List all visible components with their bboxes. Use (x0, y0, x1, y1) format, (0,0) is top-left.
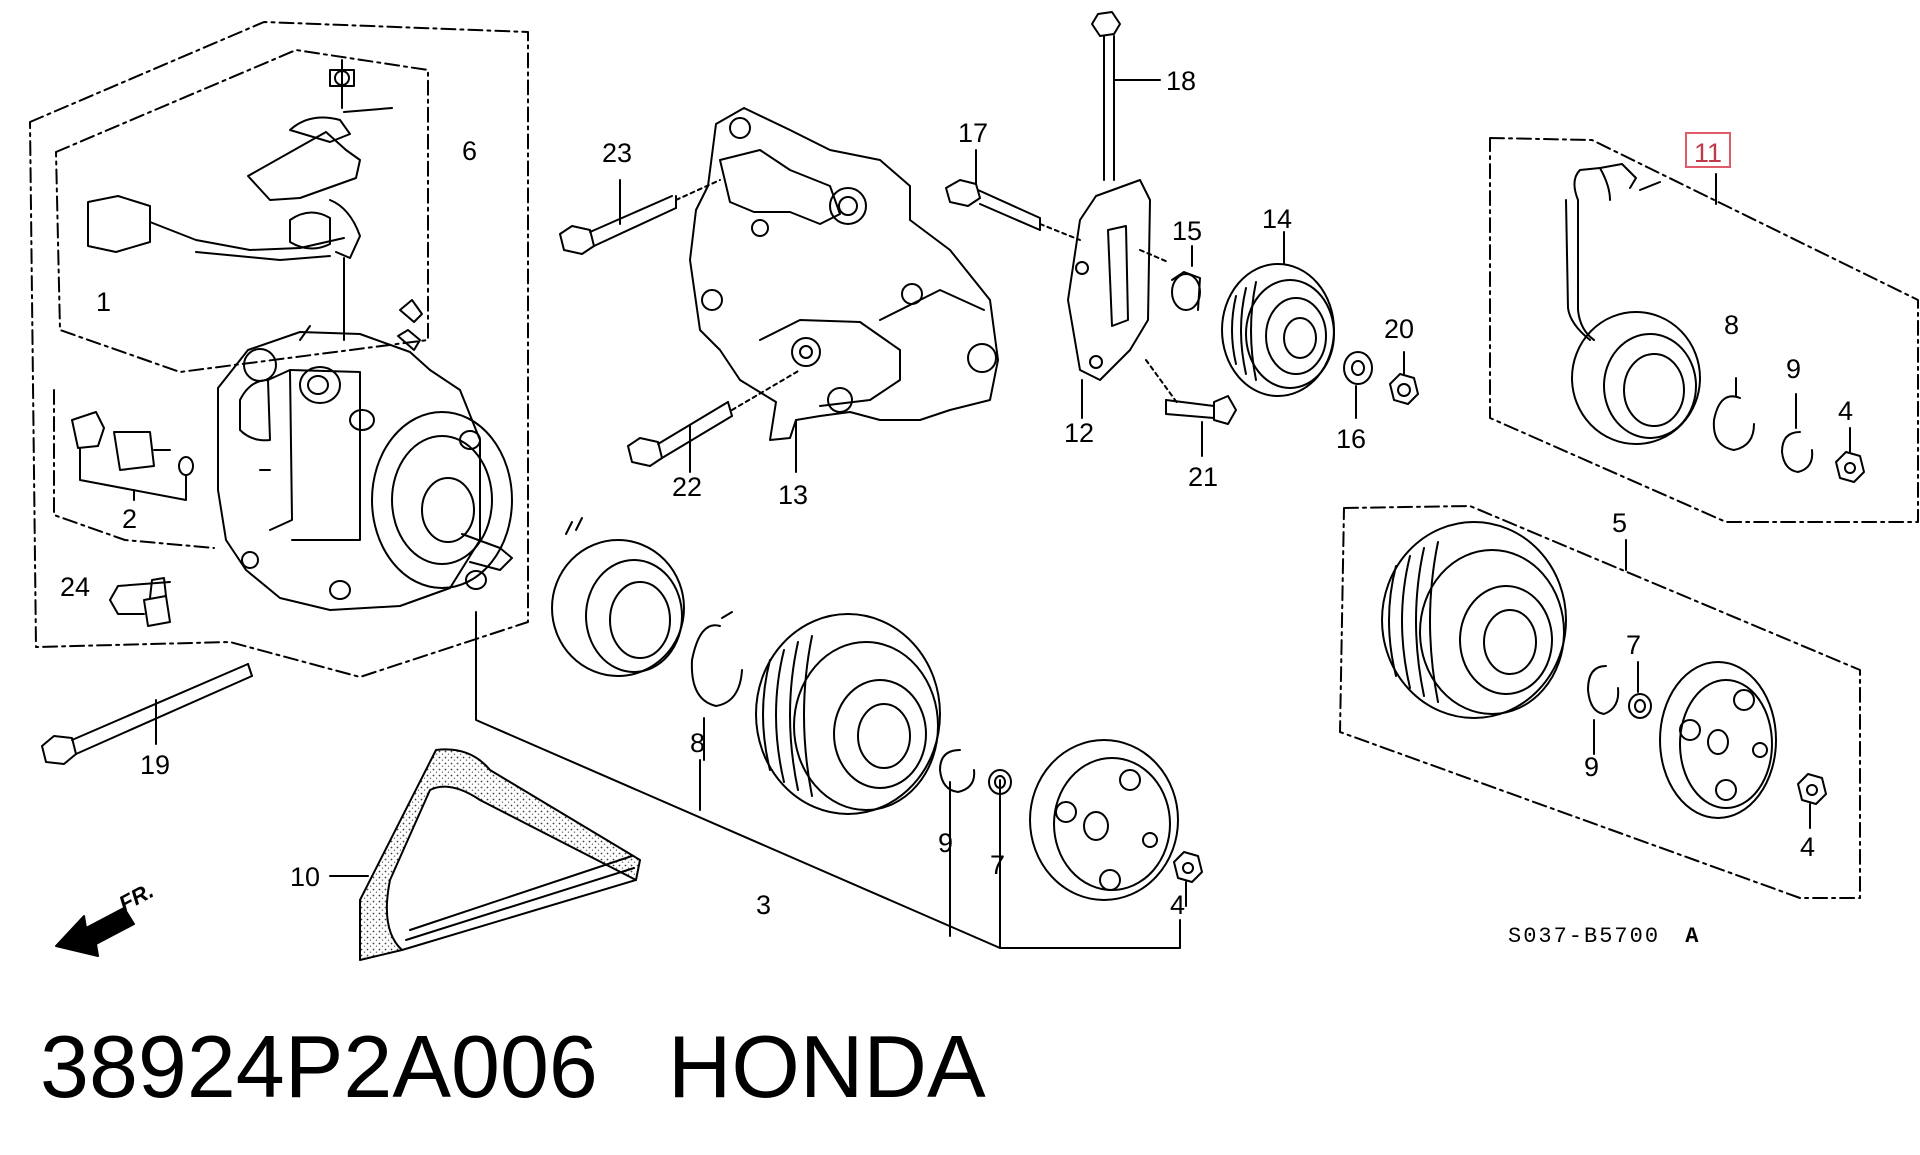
callout-20[interactable]: 20 (1384, 314, 1414, 344)
callout-22[interactable]: 22 (672, 472, 702, 502)
v-belt-10 (329, 748, 641, 961)
callout-2[interactable]: 2 (122, 504, 137, 534)
callout-4-center[interactable]: 4 (1170, 890, 1185, 920)
front-arrow (55, 907, 135, 957)
snap-ring-8-right (1712, 377, 1755, 451)
pressure-plate-right (1659, 661, 1777, 819)
nut-4-center (1173, 851, 1203, 907)
long-bolt-19 (41, 663, 253, 765)
compressor-group-frame (29, 21, 529, 678)
snap-ring-9-center (939, 749, 976, 837)
drawing-code: S037-B5700 A (1508, 924, 1700, 949)
callout-12[interactable]: 12 (1064, 418, 1094, 448)
callout-16[interactable]: 16 (1336, 424, 1366, 454)
thermal-protector-assembly (87, 59, 393, 341)
snap-ring-8-center (690, 611, 743, 761)
collar-15 (1171, 245, 1201, 311)
relief-valve-parts (71, 411, 194, 501)
nut-4-right-bottom (1797, 773, 1827, 829)
callout-8-right[interactable]: 8 (1724, 310, 1739, 340)
washer-16 (1343, 351, 1373, 419)
shim-7-center (988, 769, 1012, 795)
part-caption: 38924P2A006 HONDA (40, 1012, 986, 1122)
bolt-22 (627, 369, 801, 473)
adjusting-bracket-12 (1067, 179, 1179, 419)
bolt-23 (559, 179, 721, 255)
pulley-center (755, 613, 941, 815)
callout-3[interactable]: 3 (756, 890, 771, 920)
compressor-body (217, 299, 513, 611)
brand-name: HONDA (667, 1017, 986, 1116)
callout-24[interactable]: 24 (60, 572, 90, 602)
shim-7-right (1628, 661, 1652, 719)
callout-18[interactable]: 18 (1166, 66, 1196, 96)
clutch-set-3-frame (475, 611, 1181, 949)
pressure-plate-center (1029, 739, 1179, 901)
coil-assembly-11-frame (1489, 137, 1919, 523)
callout-4-right-top[interactable]: 4 (1838, 396, 1853, 426)
bolt-24 (109, 577, 171, 627)
nut-4-right-top (1835, 427, 1865, 483)
compressor-bracket-13 (689, 107, 999, 473)
callout-1[interactable]: 1 (96, 287, 111, 317)
drawing-code-number: S037-B5700 (1508, 924, 1660, 949)
snap-ring-9-right-bottom (1587, 665, 1620, 755)
callout-5[interactable]: 5 (1612, 508, 1627, 538)
callout-21[interactable]: 21 (1188, 462, 1218, 492)
callout-9-right-top[interactable]: 9 (1786, 354, 1801, 384)
callout-14[interactable]: 14 (1262, 204, 1292, 234)
callout-11[interactable]: 11 (1694, 138, 1722, 168)
callout-17[interactable]: 17 (958, 118, 988, 148)
field-coil-11 (1565, 163, 1701, 445)
callout-10[interactable]: 10 (290, 862, 320, 892)
callout-8-center[interactable]: 8 (690, 728, 705, 758)
callout-9-right-bottom[interactable]: 9 (1584, 752, 1599, 782)
callout-7-right[interactable]: 7 (1626, 630, 1641, 660)
pulley-right (1381, 521, 1567, 719)
nut-20 (1389, 351, 1419, 405)
bolt-21 (1165, 395, 1237, 457)
clutch-set-5-frame (1339, 505, 1861, 899)
part-number: 38924P2A006 (40, 1017, 598, 1116)
field-coil (551, 517, 685, 677)
adjusting-bolt-18 (1091, 11, 1161, 181)
callout-4-right-bottom[interactable]: 4 (1800, 832, 1815, 862)
callout-23[interactable]: 23 (602, 138, 632, 168)
callout-6[interactable]: 6 (462, 136, 477, 166)
bolt-17 (945, 149, 1081, 241)
callout-7-center[interactable]: 7 (990, 850, 1005, 880)
callout-labels: 1 2 3 4 4 4 5 6 7 7 8 8 9 9 9 10 11 12 1… (60, 66, 1853, 920)
idler-pulley-14 (1221, 231, 1335, 397)
callout-13[interactable]: 13 (778, 480, 808, 510)
drawing-code-suffix: A (1685, 924, 1700, 949)
callout-11-highlight (1685, 132, 1731, 168)
snap-ring-9-right (1781, 393, 1814, 473)
callout-15[interactable]: 15 (1172, 216, 1202, 246)
callout-9-center[interactable]: 9 (938, 828, 953, 858)
callout-19[interactable]: 19 (140, 750, 170, 780)
